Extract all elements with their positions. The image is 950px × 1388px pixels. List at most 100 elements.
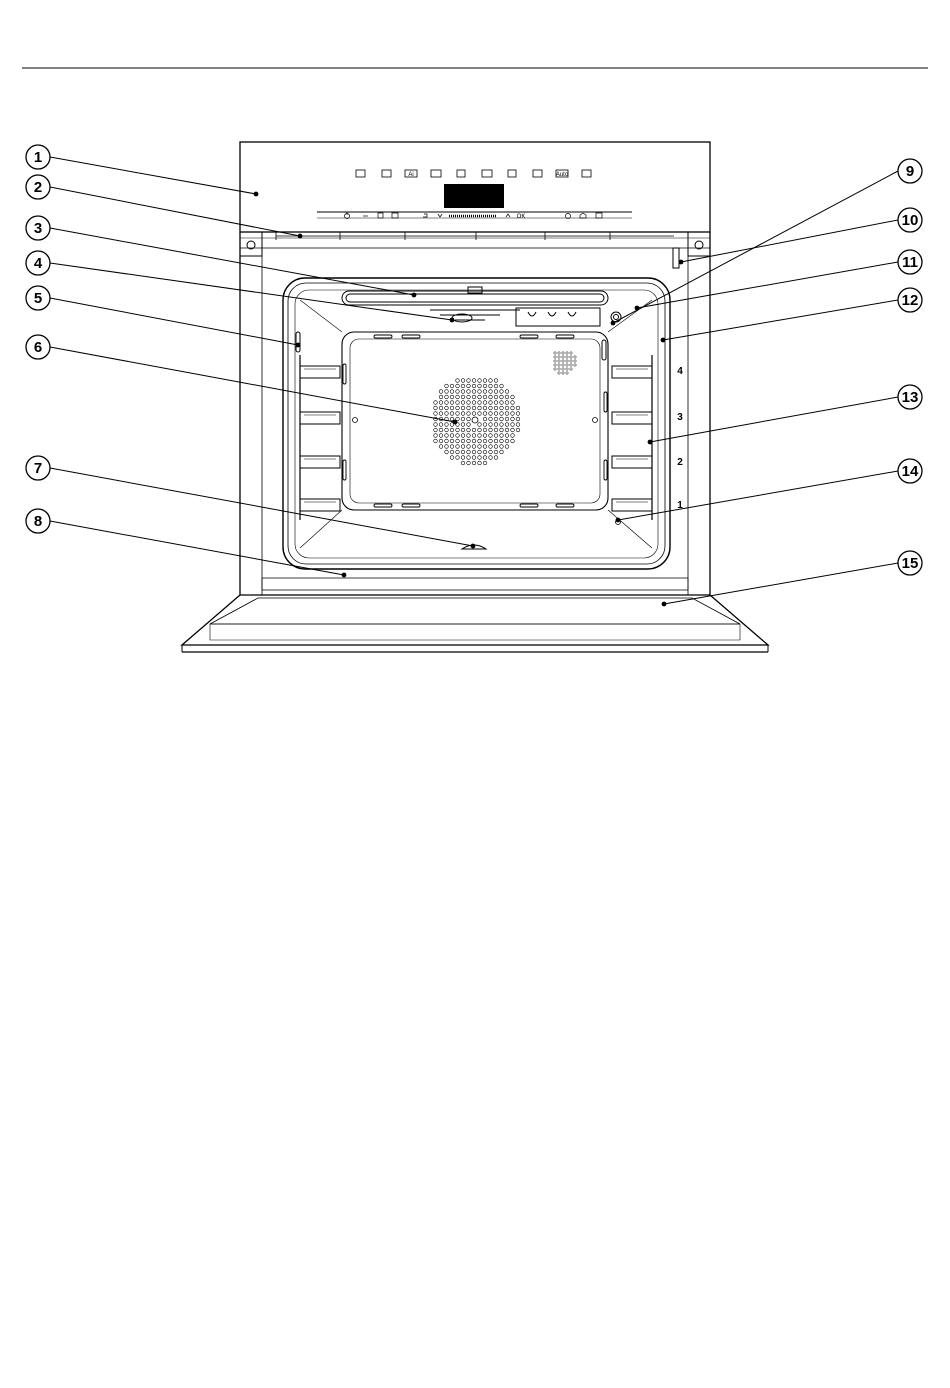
fan-hole (483, 401, 487, 405)
function-button-5[interactable] (457, 170, 465, 177)
fan-hole (494, 428, 498, 432)
fan-hole (489, 390, 493, 394)
timer-button-icon[interactable] (378, 213, 383, 218)
favourites-button-icon[interactable] (392, 213, 398, 218)
callout-number-13: 13 (902, 389, 919, 406)
fan-hole (467, 428, 471, 432)
callout-number-8: 8 (34, 513, 42, 530)
fan-hole (450, 406, 454, 410)
function-button-7[interactable] (508, 170, 516, 177)
sensor-hole (562, 360, 564, 362)
up-arrow-icon[interactable] (506, 214, 510, 217)
fan-hole (483, 461, 487, 465)
oven-door-open[interactable] (182, 578, 768, 652)
function-button-8[interactable] (533, 170, 542, 177)
door-lock (673, 248, 679, 268)
fan-hole (483, 439, 487, 443)
interior-light (611, 312, 621, 322)
fan-hole (434, 406, 438, 410)
fan-hole (478, 384, 482, 388)
callout-number-6: 6 (34, 339, 42, 356)
fan-hole (494, 406, 498, 410)
fan-hole (489, 434, 493, 438)
fan-hole (494, 423, 498, 427)
callout-10: 10 (679, 208, 922, 264)
sensor-hole (570, 352, 572, 354)
fan-hole (489, 450, 493, 454)
fan-hole (500, 428, 504, 432)
fan-hole (439, 412, 443, 416)
fan-hole (511, 412, 515, 416)
fan-hole (478, 401, 482, 405)
sensor-hole (558, 364, 560, 366)
fan-hole (434, 428, 438, 432)
fan-hole (483, 379, 487, 383)
fan-hole (467, 417, 471, 421)
fan-hole (450, 439, 454, 443)
fan-hole (505, 423, 509, 427)
sensor-hole (554, 364, 556, 366)
function-button-10[interactable] (582, 170, 591, 177)
function-button-6[interactable] (482, 170, 492, 177)
function-button-2[interactable] (382, 170, 391, 177)
fan-hole (472, 412, 476, 416)
fan-hole (494, 439, 498, 443)
sensor-hole (562, 372, 564, 374)
fan-hole (489, 439, 493, 443)
fan-hole (467, 412, 471, 416)
fan-hole (516, 428, 520, 432)
runner-left-3 (300, 456, 340, 468)
function-button-4[interactable] (431, 170, 441, 177)
fan-hole (450, 417, 454, 421)
fan-hole (500, 434, 504, 438)
fan-hole (472, 439, 476, 443)
fan-hole (483, 456, 487, 460)
fan-hole (467, 456, 471, 460)
callout-target-dot-5 (296, 343, 301, 348)
callout-15: 15 (662, 551, 922, 606)
fan-hole (500, 406, 504, 410)
down-arrow-icon[interactable] (438, 214, 442, 217)
fan-hole (483, 384, 487, 388)
fan-hole (461, 412, 465, 416)
fan-hole (472, 450, 476, 454)
fan-hole (445, 428, 449, 432)
sensor-hole (566, 364, 568, 366)
fan-hole (494, 395, 498, 399)
fan-hole (478, 423, 482, 427)
fan-hole (450, 384, 454, 388)
back-button-icon[interactable] (423, 214, 427, 217)
fan-hole (461, 428, 465, 432)
fan-hole (505, 434, 509, 438)
drawer-button-icon[interactable] (596, 213, 602, 218)
screws (353, 418, 598, 423)
callout-6: 6 (26, 335, 457, 424)
fan-hole (445, 423, 449, 427)
sensor-hole (574, 360, 576, 362)
fan-hole (472, 428, 476, 432)
sensor-hole (562, 368, 564, 370)
fan-hole (445, 401, 449, 405)
sensor-hole (558, 372, 560, 374)
fan-hole (489, 395, 493, 399)
fan-hole (483, 445, 487, 449)
fan-hole (505, 445, 509, 449)
vent-strip (276, 232, 674, 240)
sensor-hole (570, 364, 572, 366)
callout-leader-14 (618, 471, 898, 520)
callout-leader-13 (650, 397, 898, 442)
function-button-1[interactable] (356, 170, 365, 177)
callout-target-dot-8 (342, 573, 347, 578)
sensor-hole (558, 368, 560, 370)
fan-hole (456, 439, 460, 443)
ok-button-label[interactable]: OK (517, 214, 526, 220)
fan-hole (456, 434, 460, 438)
fan-hole (450, 456, 454, 460)
fan-hole (472, 406, 476, 410)
fan-hole (478, 412, 482, 416)
home-button-icon[interactable] (580, 213, 586, 218)
fan-hole (489, 428, 493, 432)
fan-hole (467, 379, 471, 383)
fan-hole (505, 395, 509, 399)
